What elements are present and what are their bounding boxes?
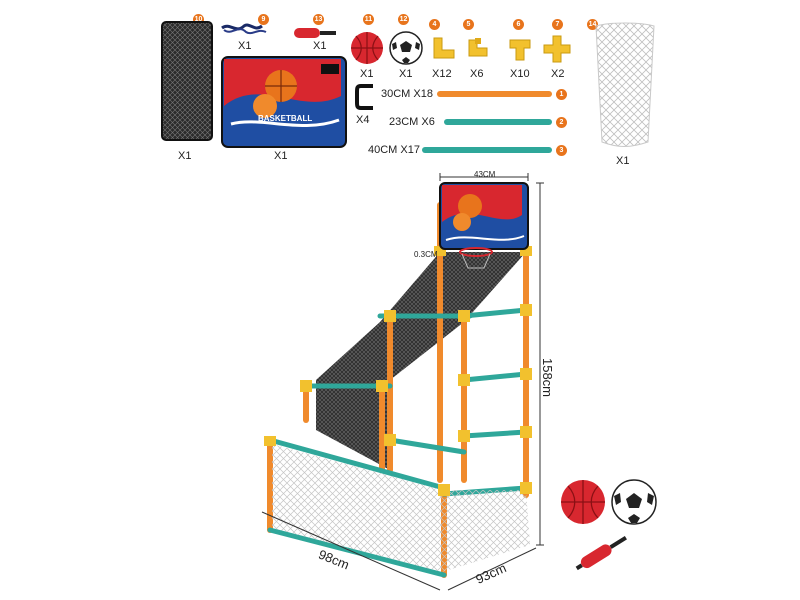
tube-label-1: 30CM X18 [381,88,433,100]
part-number-badge-10: 10 [193,14,204,25]
rope-icon [221,23,267,35]
tube-number-badge-1: 1 [556,89,567,100]
basketball-accessory-icon [561,480,605,524]
part-number-badge-12: 12 [398,14,409,25]
clip-icon [355,84,373,110]
part-qty-9: X1 [238,40,252,52]
three-way-connector-icon [468,38,488,57]
clip-qty: X4 [356,114,370,126]
part-qty-5: X6 [470,68,484,80]
part-number-badge-5: 5 [463,19,474,30]
part-qty-12: X1 [399,68,413,80]
cross-connector-icon [543,35,571,63]
backboard-panel-image [221,56,347,148]
pump-accessory-icon [575,535,627,571]
part-number-badge-9: 9 [258,14,269,25]
pump-icon [294,28,336,38]
tube-teal-short [444,119,552,125]
tube-label-3: 40CM X17 [368,144,420,156]
part-number-badge-4: 4 [429,19,440,30]
elbow-connector-icon [433,37,455,59]
part-qty-13: X1 [313,40,327,52]
soccer-ball-icon [389,31,423,65]
part-qty-14: X1 [616,155,630,167]
soccer-ball-accessory-icon [611,479,657,525]
tube-orange [437,91,552,97]
part-qty-4: X12 [432,68,452,80]
tube-teal-long [422,147,552,153]
part-number-badge-6: 6 [513,19,524,30]
backboard-board-text: BASKETBALL [258,114,313,123]
part-number-badge-14: 14 [587,19,598,30]
tube-number-badge-2: 2 [556,117,567,128]
rim-gap-label: 0.3CM [414,250,438,259]
mesh-bag-icon [161,21,213,141]
part-number-badge-11: 11 [363,14,374,25]
part-qty-10: X1 [178,150,192,162]
height-dimension-label: 158cm [540,357,556,398]
board-width-label: 43CM [474,170,496,179]
part-qty-7: X2 [551,68,565,80]
part-number-badge-13: 13 [313,14,324,25]
backboard-qty: X1 [274,150,288,162]
part-qty-11: X1 [360,68,374,80]
tube-label-2: 23CM X6 [389,116,435,128]
tee-connector-icon [509,39,531,61]
part-number-badge-7: 7 [552,19,563,30]
basketball-icon [351,32,383,64]
tube-number-badge-3: 3 [556,145,567,156]
white-net-icon [595,22,655,147]
part-qty-6: X10 [510,68,530,80]
